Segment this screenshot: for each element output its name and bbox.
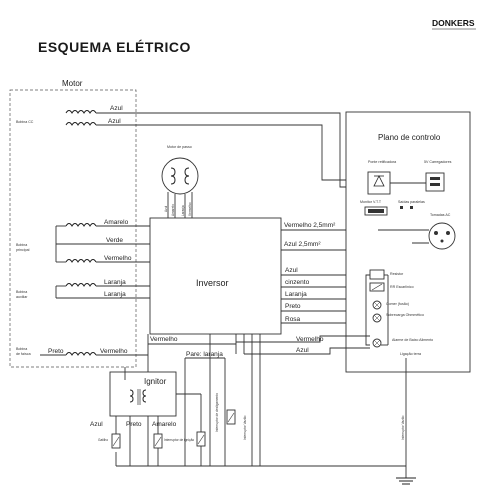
motor-label: Motor bbox=[62, 79, 83, 88]
coil-icon bbox=[65, 122, 97, 126]
stepper-motor: Motor de passo Azul Amarelo Laranja Verm… bbox=[161, 145, 199, 218]
pin-label: Laranja bbox=[181, 205, 185, 216]
group-label: Bobina bbox=[16, 347, 27, 351]
group-label: Bobina CC bbox=[16, 120, 34, 124]
wire-label: Amarelo bbox=[104, 219, 129, 226]
svg-text:Ponte retificadora: Ponte retificadora bbox=[368, 160, 396, 164]
group-label: auxiliar bbox=[16, 295, 28, 299]
wire-label: Laranja bbox=[285, 291, 307, 298]
wire-label: Vermelho bbox=[100, 348, 128, 355]
wire bbox=[236, 335, 370, 343]
svg-text:Interruptor de desligamento: Interruptor de desligamento bbox=[215, 393, 219, 432]
wire-label: Verde bbox=[106, 237, 123, 244]
wire-label: Azul bbox=[90, 421, 103, 428]
svg-text:Interruptor de ignição: Interruptor de ignição bbox=[164, 438, 194, 442]
resistor-icon bbox=[369, 269, 385, 280]
group-label: de faísca bbox=[16, 352, 31, 356]
wire-label: Preto bbox=[126, 421, 142, 428]
wire-label: Vermelho 2,5mm² bbox=[284, 222, 336, 229]
outlet-icon bbox=[428, 222, 456, 250]
wire bbox=[244, 347, 370, 355]
carregador-5v: 5V Carregadores bbox=[424, 160, 452, 192]
rr-escarlinico: RR Escarlinico bbox=[369, 282, 414, 292]
usb-charger-icon bbox=[425, 172, 445, 192]
wire-label: Amarelo bbox=[152, 421, 177, 428]
resistor: Resistor bbox=[369, 269, 404, 280]
tomada-ac: Tomadas AC bbox=[378, 213, 456, 250]
ignitor-label: Ignitor bbox=[144, 377, 167, 386]
wire-label: Azul bbox=[110, 105, 123, 112]
wire-label: Laranja bbox=[104, 279, 126, 286]
wire-label: Vermelho bbox=[104, 255, 132, 262]
alarme-baixo: Alarme de Baixo Alimento bbox=[372, 338, 433, 348]
pin-label: Azul bbox=[164, 206, 168, 212]
svg-text:Sobrecarga Ohmmético: Sobrecarga Ohmmético bbox=[386, 313, 424, 317]
wire-label: Laranja bbox=[104, 291, 126, 298]
stepper-label: Motor de passo bbox=[167, 145, 192, 149]
wire-label: Preto bbox=[48, 348, 64, 355]
pin-label: Vermelho bbox=[188, 202, 192, 216]
wire bbox=[136, 124, 364, 181]
svg-text:Ligação terra: Ligação terra bbox=[400, 352, 421, 356]
group-label: Bobina bbox=[16, 243, 27, 247]
bobina-principal: Amarelo Verde Vermelho Bobina principal bbox=[16, 219, 150, 263]
svg-text:Interruptor Vazão: Interruptor Vazão bbox=[401, 415, 405, 440]
bobina-faisca: Preto Vermelho Bobina de faísca bbox=[16, 347, 148, 356]
svg-text:Monitor V.T.T: Monitor V.T.T bbox=[360, 200, 382, 204]
svg-text:Resistor: Resistor bbox=[390, 272, 404, 276]
ground-icon bbox=[396, 474, 416, 485]
bobina-auxiliar: Laranja Laranja Bobina auxiliar bbox=[16, 279, 150, 299]
svg-text:Saídas paralelas: Saídas paralelas bbox=[398, 200, 425, 204]
group-label: principal bbox=[16, 248, 30, 252]
control-panel-label: Plano de controlo bbox=[378, 133, 441, 142]
inverter-box bbox=[149, 217, 282, 335]
wire-label: Preto bbox=[285, 303, 301, 310]
ignitor: Ignitor Azul Preto Amarelo bbox=[90, 367, 177, 428]
svg-text:Tomadas AC: Tomadas AC bbox=[430, 213, 451, 217]
ponte-retificadora: Ponte retificadora bbox=[367, 160, 426, 195]
transformer-icon bbox=[129, 389, 134, 403]
brand-logo: DONKERS bbox=[432, 18, 475, 28]
wire-label: Azul bbox=[108, 118, 121, 125]
stepper-icon bbox=[161, 157, 199, 195]
wire-label: Pare: laranja bbox=[186, 351, 223, 358]
page-title: ESQUEMA ELÉTRICO bbox=[38, 39, 191, 55]
wire-label: cinzento bbox=[285, 279, 310, 286]
monitor-vtt: Monitor V.T.T Saídas paralelas bbox=[360, 200, 425, 216]
wire-label: Azul bbox=[285, 267, 298, 274]
group-label: Bobina bbox=[16, 290, 27, 294]
svg-text:Alarme de Baixo Alimento: Alarme de Baixo Alimento bbox=[392, 338, 433, 342]
svg-text:Interruptor Vazão: Interruptor Vazão bbox=[243, 415, 247, 440]
svg-text:Gatilho: Gatilho bbox=[98, 438, 108, 442]
wire-label: Azul 2,5mm² bbox=[284, 241, 321, 248]
wire-label: Rosa bbox=[285, 316, 301, 323]
motor-region bbox=[9, 89, 137, 368]
ignitor-wiring: Gatilho Interruptor de ignição Interrupt… bbox=[98, 393, 406, 467]
svg-text:5V Carregadores: 5V Carregadores bbox=[424, 160, 452, 164]
wire-label: Vermelho bbox=[296, 336, 324, 343]
svg-text:Comer (fusão): Comer (fusão) bbox=[386, 302, 409, 306]
sobrecarga: Sobrecarga Ohmmético bbox=[372, 313, 424, 323]
inverter-label: Inversor bbox=[196, 278, 229, 288]
wire-label: Vermelho bbox=[150, 336, 178, 343]
coil-icon bbox=[65, 110, 97, 114]
comer-fusao: Comer (fusão) bbox=[372, 300, 409, 310]
pin-label: Amarelo bbox=[171, 204, 175, 216]
bobina-cc: Azul Azul Bobina CC bbox=[16, 105, 136, 126]
svg-text:RR Escarlinico: RR Escarlinico bbox=[390, 285, 414, 289]
wire-label: Azul bbox=[296, 347, 309, 354]
